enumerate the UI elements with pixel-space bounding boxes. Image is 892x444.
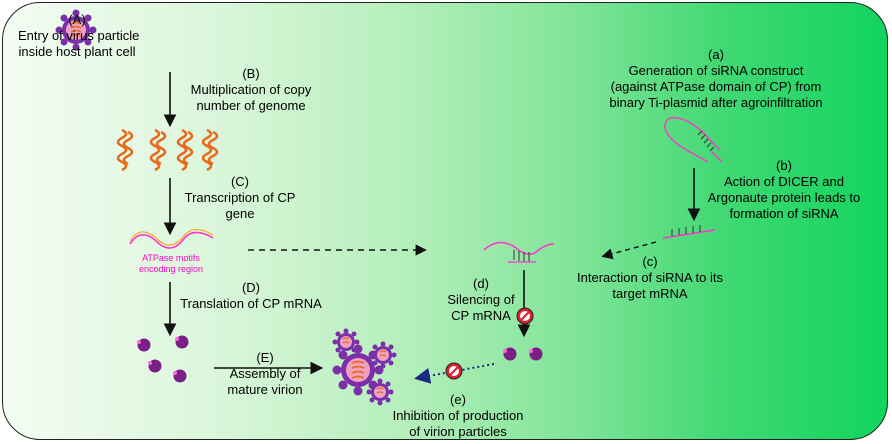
sirna-duplex-icon [662,225,716,239]
step-text: Action of DICER and [724,174,844,189]
step-letter: (a) [708,47,724,62]
step-b-small-label: (b) Action of DICER and Argonaute protei… [704,158,864,222]
atpase-text: encoding region [138,264,204,274]
step-text: Multiplication of copy [190,82,312,97]
step-text: target mRNA [612,286,688,301]
step-letter: (E) [256,350,274,365]
step-a-small-label: (a) Generation of siRNA construct (again… [596,47,836,111]
step-text: Argonaute protein leads to [707,190,861,205]
step-text: Entry of virus particle [18,28,140,43]
step-text: mature virion [227,382,303,397]
step-letter: (b) [776,158,792,173]
step-text: gene [225,206,255,221]
step-c-label: (C) Transcription of CP gene [178,174,302,222]
step-text: Assembly of [229,366,301,381]
step-letter: (C) [230,174,250,189]
step-text: (against ATPase domain of CP) from [610,79,822,94]
step-letter: (A) [68,12,86,27]
residual-protein-icon [503,347,543,361]
step-text: of virion particles [409,424,507,439]
step-text: Translation of CP mRNA [180,296,322,311]
sirna-hairpin-icon [664,117,723,163]
step-text: inside host plant cell [18,44,136,59]
step-text: binary Ti-plasmid after agroinfiltration [609,95,823,110]
step-e-label: (E) Assembly of mature virion [220,350,310,398]
step-letter: (d) [473,276,489,291]
step-letter: (D) [241,280,261,295]
step-d-label: (D) Translation of CP mRNA [176,280,326,312]
step-c-small-label: (c) Interaction of siRNA to its target m… [566,254,734,302]
atpase-text: ATPase motifs [142,253,200,263]
step-letter: (B) [242,66,260,81]
step-text: number of genome [196,98,306,113]
cp-mrna-icon [129,229,214,249]
inhibit-sign-icon [445,362,463,380]
step-text: Silencing of [447,292,515,307]
step-text: formation of siRNA [729,206,839,221]
step-d-small-label: (d) Silencing of CP mRNA [440,276,522,324]
step-text: Inhibition of production [392,408,524,423]
step-text: Interaction of siRNA to its [577,270,723,285]
step-letter: (c) [642,254,658,269]
virus-particle-icon [55,9,97,51]
step-b-label: (B) Multiplication of copy number of gen… [178,66,324,114]
step-a-label: (A) Entry of virus particle inside host … [18,12,140,60]
step-text: CP mRNA [451,308,511,323]
coat-protein-icon [137,335,189,383]
step-text: Transcription of CP [184,190,296,205]
target-mrna-icon [483,241,555,263]
step-text: Generation of siRNA construct [628,63,804,78]
step-e-small-label: (e) Inhibition of production of virion p… [378,392,538,440]
genome-copies-icon [116,128,219,172]
step-letter: (e) [450,392,466,407]
mature-virion-icon [332,328,397,406]
atpase-label: ATPase motifs encoding region [126,253,216,275]
inhibit-sign-icon [516,307,534,325]
